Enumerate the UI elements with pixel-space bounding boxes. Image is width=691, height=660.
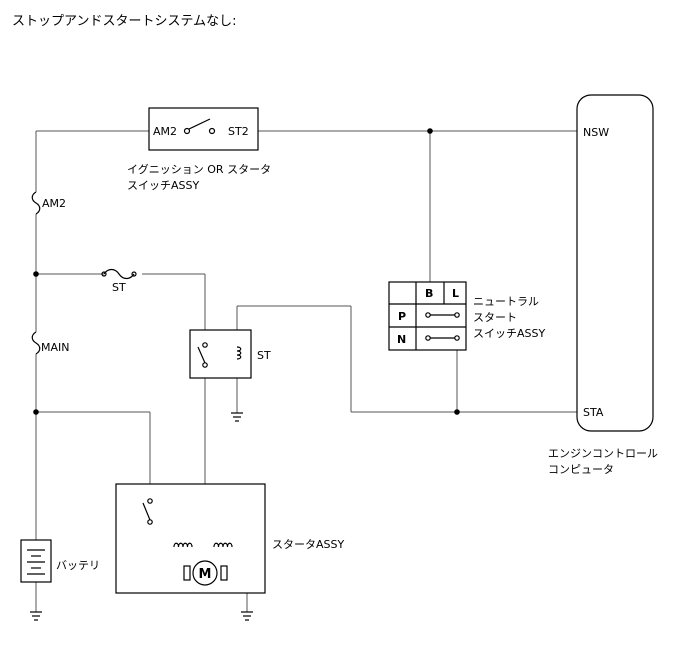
switch-contact-icon [183,118,216,135]
neutral-label-line2: スタート [473,311,517,324]
ignition-label-line2: スイッチASSY [127,179,199,192]
ground-icon [30,611,42,621]
ignition-label-line1: イグニッション OR スタータ [127,162,271,176]
fuse-main: MAIN [31,331,70,355]
relay-coil-icon [236,346,242,360]
fuse-st-label: ST [112,281,126,294]
ecu-label-line2: コンピュータ [548,463,614,476]
neutral-row-p: P [398,310,406,323]
diagram-title: ストップアンドスタートシステムなし: [12,14,236,29]
battery-label: バッテリ [56,559,100,572]
relay-coil-icon [213,542,233,548]
fuse-icon [103,268,135,280]
motor-icon: M [183,560,228,586]
neutral-label-line1: ニュートラル [473,295,539,308]
ecu-terminal-nsw: NSW [583,126,609,139]
switch-contact-icon [197,342,208,368]
fuse-st: ST [101,268,137,294]
fuse-main-label: MAIN [41,341,70,354]
starter-relay: ST [189,329,271,379]
ignition-switch: AM2 ST2 イグニッション OR スタータ スイッチASSY [127,107,271,192]
motor-symbol: M [199,567,212,582]
starter-label: スタータASSY [272,538,344,551]
junction-dot [427,128,433,134]
battery: バッテリ [20,539,100,583]
neutral-start-switch: B L P N ニュートラル スタート スイッチASSY [388,281,545,351]
ignition-terminal-st2: ST2 [228,125,249,138]
fuse-am2: AM2 [31,191,66,215]
ground-icon [241,611,253,621]
junction-dot [454,409,460,415]
neutral-header-l: L [452,287,459,300]
neutral-label-line3: スイッチASSY [473,327,545,340]
ecu-label-line1: エンジンコントロール [548,447,658,460]
neutral-row-n: N [397,333,406,346]
fuse-icon [31,191,41,215]
ecu-terminal-sta: STA [583,406,604,419]
junction-dot [33,271,39,277]
neutral-header-b: B [425,287,433,300]
battery-icon [27,549,45,575]
fuse-am2-label: AM2 [42,197,66,210]
junction-dot [33,409,39,415]
relay-label: ST [257,349,271,362]
relay-coil-icon [173,542,193,548]
ground-icon [231,412,243,422]
engine-control-computer: NSW STA エンジンコントロール コンピュータ [548,94,658,476]
switch-contact-icon [142,498,153,525]
ignition-terminal-am2: AM2 [153,125,177,138]
switch-contact-icon [425,335,460,341]
starter-assembly: M スタータASSY [115,483,344,594]
switch-contact-icon [425,312,460,318]
fuse-icon [31,331,41,355]
